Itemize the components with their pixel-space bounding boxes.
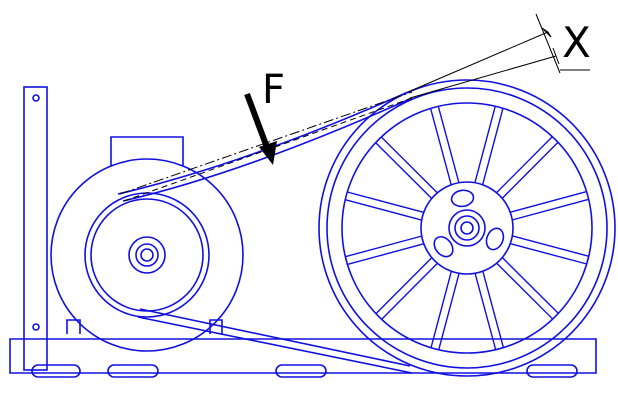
spoke-4-edge-b: [430, 271, 452, 348]
flywheel-spokes: [344, 105, 590, 351]
deflection-label: X: [562, 18, 591, 67]
dimension-arrow-lower: [552, 47, 560, 65]
reference-dashdot-line: [119, 91, 413, 195]
pulley-hub-outer: [128, 236, 166, 274]
spoke-5-edge-a: [381, 262, 438, 320]
spoke-3-edge-a: [482, 271, 505, 348]
spoke-7-edge-a: [344, 199, 422, 221]
spoke-1-edge-b: [510, 243, 587, 265]
pulley-inner-rim: [90, 198, 204, 312]
flywheel-boss-mid: [454, 215, 480, 241]
spoke-10-edge-b: [482, 108, 504, 185]
dimension-extension-upper: [407, 31, 549, 93]
spoke-8-edge-b: [380, 136, 438, 194]
spoke-6-edge-b: [345, 235, 422, 258]
slot-2: [107, 364, 159, 378]
spoke-9-edge-a: [429, 108, 452, 185]
flywheel-outer-rim: [318, 79, 616, 377]
flywheel-boss-outer: [448, 209, 486, 247]
flywheel-hub: [420, 181, 514, 275]
dimension-extension-lower: [409, 55, 557, 99]
belt-bottom-span-inner: [137, 316, 413, 374]
spoke-9-edge-b: [437, 106, 460, 183]
hub-cutout-2: [485, 227, 505, 251]
flywheel-inner-rim: [341, 102, 593, 354]
flywheel-shaft: [460, 221, 474, 235]
hub-cutouts: [433, 189, 505, 258]
force-arrow: [244, 92, 277, 165]
slot-4: [526, 364, 578, 378]
spoke-2-edge-a: [501, 257, 559, 314]
motor-housing: [50, 158, 244, 352]
flywheel: [318, 79, 616, 377]
hub-cutout-1: [450, 189, 475, 208]
spoke-7-edge-b: [347, 191, 424, 213]
spoke-12-edge-a: [510, 190, 587, 213]
spoke-1-edge-a: [512, 235, 590, 257]
motor-terminal-box: [110, 136, 184, 166]
dimension-arrow-upper: [541, 27, 552, 38]
spoke-5-edge-b: [375, 257, 433, 315]
motor-pulley: [84, 192, 210, 318]
vertical-post: [23, 86, 48, 371]
force-label: F: [262, 67, 285, 113]
spoke-11-edge-b: [501, 141, 559, 199]
force-arrow-head: [259, 141, 277, 165]
spoke-6-edge-a: [347, 243, 424, 266]
deflection-dimension: [407, 13, 590, 99]
pulley-hub-mid: [135, 243, 159, 267]
belt-top-span-outer: [117, 91, 409, 195]
spoke-4-edge-a: [438, 273, 460, 351]
flywheel-rim-line: [326, 87, 608, 369]
spoke-10-edge-a: [474, 105, 496, 183]
pulley-outer-rim: [84, 192, 210, 318]
force-arrow-shaft: [244, 92, 271, 152]
hub-cutout-3: [433, 235, 454, 258]
pulley-shaft: [140, 248, 154, 262]
slot-3: [275, 364, 327, 378]
spoke-3-edge-b: [474, 273, 497, 350]
belt-bottom-span-outer: [139, 308, 411, 367]
post-hole-bottom: [32, 323, 40, 331]
slot-1: [31, 364, 81, 378]
base-plate: [9, 338, 597, 374]
dimension-line: [535, 13, 561, 74]
spoke-2-edge-b: [496, 262, 554, 320]
spoke-12-edge-b: [512, 198, 589, 221]
spoke-8-edge-a: [375, 142, 433, 199]
spoke-11-edge-a: [496, 136, 553, 194]
base-frame: [9, 86, 597, 378]
post-hole-top: [32, 94, 40, 102]
